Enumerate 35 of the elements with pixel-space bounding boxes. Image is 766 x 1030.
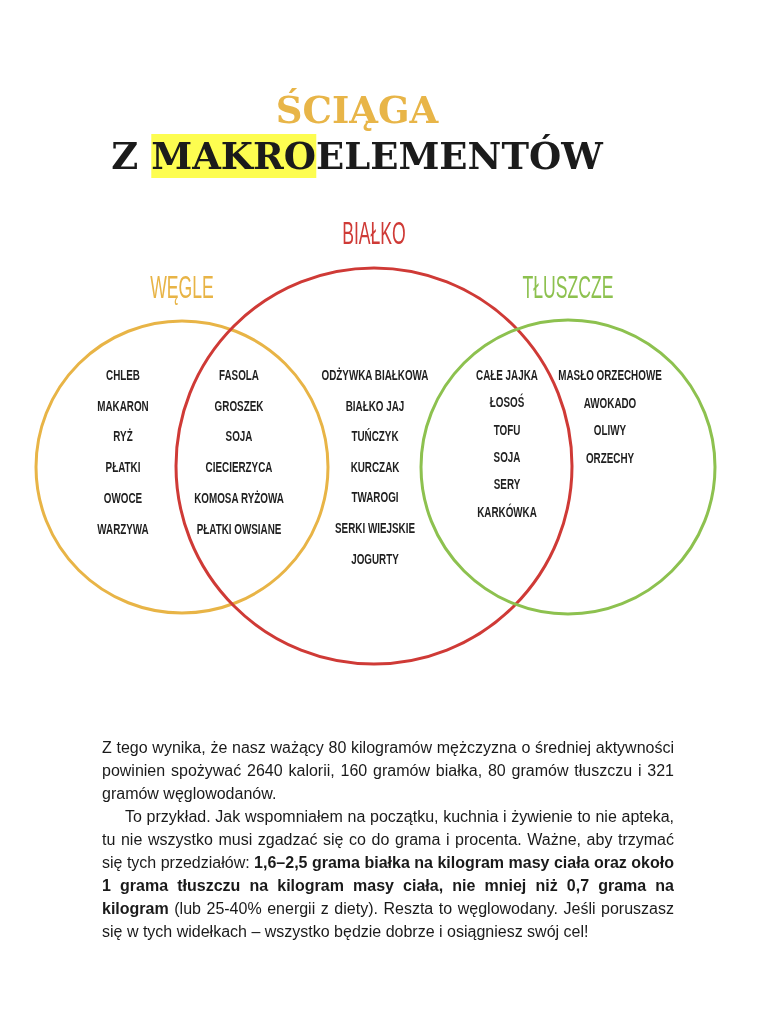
food-name: AWOKADO (583, 394, 637, 411)
food-name: OWOCE (103, 489, 143, 506)
circle-heading: TŁUSZCZE (522, 271, 614, 303)
food-name: RYŻ (113, 428, 133, 445)
body-paragraph: To przykład. Jak wspomniałem na początku, kuchnia i żywienie to nie apteka, tu nie wszystko musi zgadzać się co do grama i procenta. Ważne, aby trzymać się tych przedziałów: 1,6–2,5 grama białka na kilogram masy ciała oraz około 1 grama tłuszczu na kilogram masy ciała, nie mniej niż 0,7 grama na kilogram (lub 25-40% energii z diety). Reszta to węglowodany. Jeśli poruszasz się w tych widełkach – wszystko będzie dobrze i osiągniesz swój cel! (102, 807, 674, 942)
food-name: CIECIERZYCA (205, 459, 273, 476)
food-name: FASOLA (219, 367, 259, 383)
food-name: OLIWY (593, 422, 627, 438)
food-name: TOFU (493, 421, 521, 438)
food-name: MAKARON (97, 397, 149, 414)
food-name: SOJA (225, 428, 253, 445)
food-name: PŁATKI (105, 459, 141, 476)
food-name: JOGURTY (351, 550, 399, 567)
food-name: GROSZEK (214, 397, 264, 414)
food-name: BIAŁKO JAJ (345, 397, 405, 414)
food-name: TUŃCZYK (351, 428, 399, 445)
food-name: KARKÓWKA (477, 503, 537, 520)
food-name: ŁOSOŚ (489, 394, 525, 411)
food-name: WARZYWA (97, 520, 149, 537)
food-name: TWAROGI (351, 489, 399, 506)
food-name: SERY (493, 476, 521, 493)
circle-heading: WĘGLE (150, 271, 214, 303)
food-name: ODŻYWKA BIAŁKOWA (321, 367, 429, 383)
body-paragraph: Z tego wynika, że nasz ważący 80 kilogramów mężczyzna o średniej aktywności powinien spożywać 2640 kalorii, 160 gramów białka, 80 gramów tłuszczu i 321 gramów węglowodanów. (102, 738, 674, 804)
food-name: ORZECHY (585, 449, 635, 466)
food-name: CAŁE JAJKA (476, 367, 538, 383)
food-name: MASŁO ORZECHOWE (558, 367, 662, 383)
circle-heading: BIAŁKO (342, 217, 406, 249)
food-name: KOMOSA RYŻOWA (194, 489, 284, 506)
food-name: CHLEB (106, 367, 140, 383)
food-name: SERKI WIEJSKIE (335, 520, 415, 536)
title: ŚCIĄGA Z MAKROELEMENTÓW (111, 87, 603, 179)
food-name: PŁATKI OWSIANE (196, 520, 282, 537)
food-name: SOJA (493, 448, 521, 465)
food-name: KURCZAK (350, 458, 400, 475)
